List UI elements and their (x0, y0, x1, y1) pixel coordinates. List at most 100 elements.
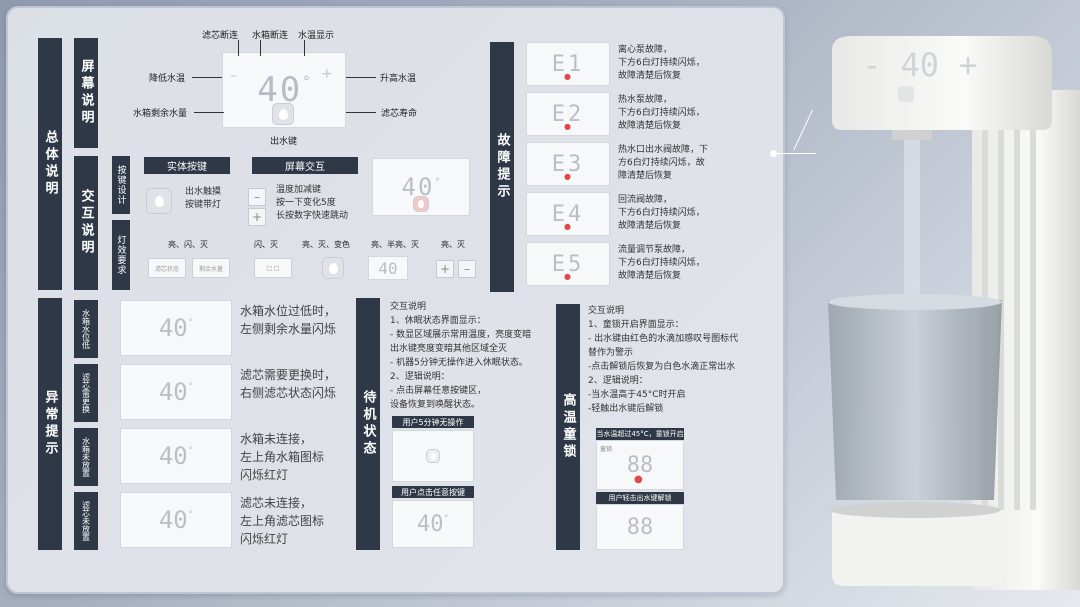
abnormal-screen: 40° (120, 428, 232, 484)
leader (194, 112, 224, 113)
touch-key-desc: 出水触摸 按键带灯 (185, 186, 221, 212)
section-abnormal: 异常提示 (38, 298, 62, 550)
connector-line-2 (793, 109, 813, 151)
text-line: 回流阀故障， (618, 195, 673, 205)
text-line: 故障清楚后恢复 (618, 71, 682, 81)
abnormal-screen: 40° (120, 492, 232, 548)
text-line: -点击解锁后恢复为白色水滴正常出水 (588, 362, 736, 372)
leader (238, 40, 239, 56)
text-line: 左上角滤芯图标 (240, 514, 325, 528)
warning-drop-icon: ● (564, 72, 571, 81)
fault-code: E4 (551, 201, 585, 227)
leader (192, 77, 222, 78)
outlet-key-icon (272, 103, 294, 125)
dispenser-illustration: - 40 + (828, 36, 1080, 590)
section-overview: 总体说明 (38, 38, 62, 290)
svg-text:- 40 +: - 40 + (862, 46, 978, 84)
section-light-req: 灯效要求 (112, 220, 130, 290)
fault-desc: 离心泵故障，下方6白灯持续闪烁，故障清楚后恢复 (618, 44, 705, 83)
text-line: 2、逻辑说明： (588, 376, 648, 386)
text-line: 出水键亮度变暗其他区域全灭 (390, 344, 508, 354)
dim-drop-icon (426, 449, 440, 463)
degree-unit: ° (187, 446, 194, 456)
lock-caption-2: 用户轻击出水键解锁 (596, 492, 684, 504)
label-temp-display: 水温显示 (298, 31, 335, 41)
screen-interact-header: 屏幕交互 (252, 157, 358, 174)
warning-drop-icon: ● (634, 474, 643, 485)
text-line: 闪烁红灯 (240, 532, 289, 546)
fault-screen-e1: E1 (526, 42, 610, 86)
temp-readout: 88 (626, 514, 654, 540)
label-raise-temp: 升高水温 (380, 74, 417, 84)
fault-code: E5 (551, 251, 585, 277)
fault-screen-e4: E4 (526, 192, 610, 236)
warning-drop-icon: ● (564, 122, 571, 131)
fault-code: E3 (551, 151, 585, 177)
text-line: 水箱未连接， (240, 432, 313, 446)
abnormal-desc: 滤芯未连接， 左上角滤芯图标闪烁红灯 (240, 494, 324, 548)
degree-unit: ° (187, 318, 194, 328)
minus-icon: – (230, 68, 237, 84)
text-line: 交互说明 (588, 306, 625, 316)
text-line: 流量调节泵故障， (618, 245, 691, 255)
fault-screen-e3: E3 (526, 142, 610, 186)
light-state-1: 亮、闪、灭 (168, 240, 208, 249)
minus-key[interactable]: – (248, 188, 266, 206)
text-line: 滤芯未连接， (240, 496, 313, 510)
lock-caption-1: 当水温超过45°C，童锁开启 (596, 428, 684, 440)
mini-icons: □ □ (254, 258, 292, 278)
temp-readout: 40 (417, 511, 444, 537)
temp-readout: 88 (626, 452, 654, 478)
warning-drop-icon: ● (564, 172, 571, 181)
interaction-drop-icon (413, 196, 429, 212)
text-line: - 出水键由红色的水滴加感叹号图标代 (588, 334, 739, 344)
fault-screen-e2: E2 (526, 92, 610, 136)
text-line: 滤芯需要更换时， (240, 368, 337, 382)
fault-desc: 热水口出水阀故障，下方6白灯持续闪烁，故障清楚后恢复 (618, 144, 708, 183)
abnormal-tag: 水箱水位低 (74, 300, 98, 358)
text-line: 热水泵故障， (618, 95, 673, 105)
text-line: 右侧滤芯状态闪烁 (240, 386, 337, 400)
temp-key-desc: 温度加减键 按一下变化5度 长按数字快速跳动 (276, 184, 348, 223)
standby-desc: 交互说明 1、休眠状态界面显示： - 数显区域展示常用温度，亮度变暗 出水键亮度… (390, 300, 531, 412)
mini-remaining-water: 剩余水量 (192, 258, 230, 278)
text-line: 障清楚后恢复 (618, 171, 673, 181)
text-line: 设备恢复到唤醒状态。 (390, 400, 481, 410)
text-line: 左侧剩余水量闪烁 (240, 322, 337, 336)
label-outlet-key: 出水键 (270, 137, 298, 147)
text-line: 1、童锁开启界面显示： (588, 320, 684, 330)
spec-panel: 总体说明 屏幕说明 交互说明 按键设计 灯效要求 40 ° – + 滤芯断连 水… (6, 6, 785, 594)
text-line: 热水口出水阀故障，下 (618, 145, 709, 155)
temp-readout: 40 (158, 378, 188, 406)
light-state-3: 亮、灭、变色 (302, 240, 350, 249)
leader (346, 112, 376, 113)
standby-caption-1: 用户5分钟无操作 (392, 416, 474, 428)
degree-unit: ° (443, 514, 449, 524)
text-line: - 数显区域展示常用温度，亮度变暗 (390, 330, 532, 340)
text-line: 下方6白灯持续闪烁， (618, 258, 705, 268)
fault-desc: 热水泵故障，下方6白灯持续闪烁，故障清楚后恢复 (618, 94, 705, 133)
text-line: -当水温高于45°C时开启 (588, 390, 686, 400)
lock-desc: 交互说明 1、童锁开启界面显示： - 出水键由红色的水滴加感叹号图标代 替作为警… (588, 304, 738, 416)
mini-filter-status: 滤芯状态 (148, 258, 186, 278)
abnormal-screen: 40° (120, 364, 232, 420)
abnormal-desc: 水箱水位过低时，左侧剩余水量闪烁 (240, 302, 336, 338)
abnormal-tag: 水箱未放置 (74, 428, 98, 486)
warning-drop-icon: ● (564, 272, 571, 281)
plus-key[interactable]: + (248, 208, 266, 226)
leader (304, 40, 305, 56)
mini-minus-key: – (458, 260, 476, 278)
mini-plus-key: + (436, 260, 454, 278)
text-line: 左上角水箱图标 (240, 450, 325, 464)
abnormal-tag: 滤芯未放置 (74, 492, 98, 550)
degree-unit: ° (187, 510, 194, 520)
text-line: 故障清楚后恢复 (618, 221, 682, 231)
fault-code: E2 (551, 101, 585, 127)
text-line: 2、逻辑说明： (390, 372, 450, 382)
section-interaction: 交互说明 (74, 156, 98, 290)
text-line: 交互说明 (390, 302, 427, 312)
fault-desc: 回流阀故障，下方6白灯持续闪烁，故障清楚后恢复 (618, 194, 705, 233)
text-line: - 机器5分钟无操作进入休眠状态。 (390, 358, 528, 368)
fault-code: E1 (551, 51, 585, 77)
section-faults: 故障提示 (490, 42, 514, 292)
